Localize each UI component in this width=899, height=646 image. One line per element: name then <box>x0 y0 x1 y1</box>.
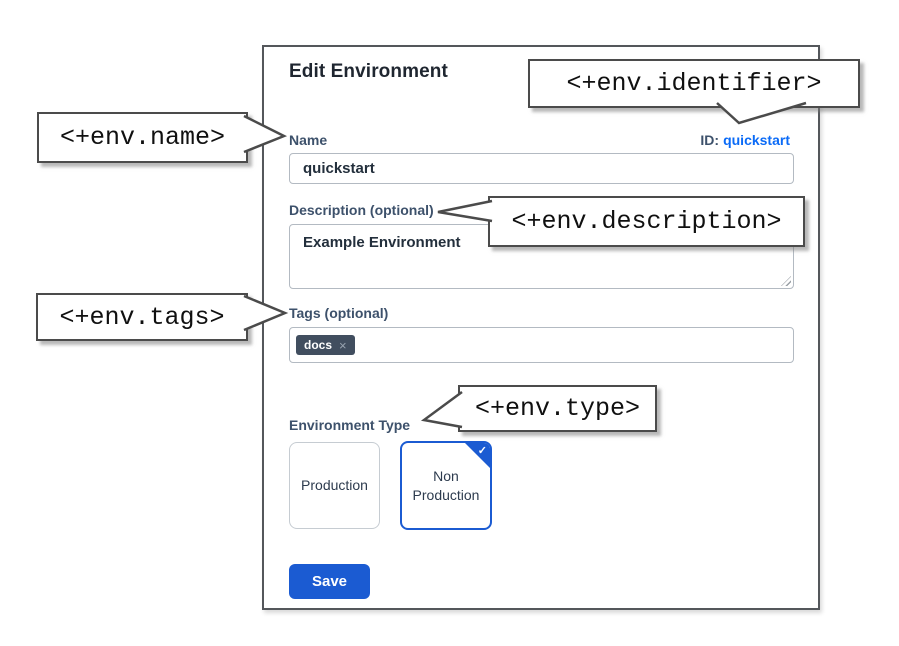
id-label: ID: <box>700 132 720 148</box>
edit-environment-dialog: Edit Environment Name ID:quickstart quic… <box>262 45 820 610</box>
name-input[interactable]: quickstart <box>289 153 794 184</box>
selected-corner-fold <box>464 443 490 469</box>
tags-label: Tags (optional) <box>289 305 389 321</box>
callout-env-identifier: <+env.identifier> <box>528 59 860 108</box>
environment-type-label: Environment Type <box>289 417 411 433</box>
check-icon: ✓ <box>477 445 487 457</box>
name-label: Name <box>289 132 328 148</box>
tags-input[interactable]: docs × <box>289 327 794 363</box>
environment-type-card-production[interactable]: Production <box>289 442 380 529</box>
name-field-header: Name ID:quickstart <box>289 131 790 149</box>
dialog-title: Edit Environment <box>289 61 448 82</box>
id-value-link[interactable]: quickstart <box>723 132 790 148</box>
callout-env-name: <+env.name> <box>37 112 248 163</box>
save-button[interactable]: Save <box>289 564 370 599</box>
non-production-card-label: Non Production <box>412 467 480 503</box>
callout-env-tags: <+env.tags> <box>36 293 248 341</box>
production-card-label: Production <box>301 477 368 494</box>
environment-type-card-non-production[interactable]: Non Production ✓ <box>400 441 492 530</box>
description-label: Description (optional) <box>289 202 434 218</box>
description-value: Example Environment <box>303 234 461 251</box>
remove-tag-icon[interactable]: × <box>339 337 347 353</box>
tag-chip-label: docs <box>304 338 333 352</box>
name-input-value: quickstart <box>303 160 375 177</box>
tag-chip: docs × <box>296 335 355 355</box>
environment-id: ID:quickstart <box>700 132 790 148</box>
resize-handle-icon[interactable] <box>781 276 791 286</box>
callout-env-description: <+env.description> <box>488 196 805 247</box>
callout-env-type: <+env.type> <box>458 385 657 432</box>
